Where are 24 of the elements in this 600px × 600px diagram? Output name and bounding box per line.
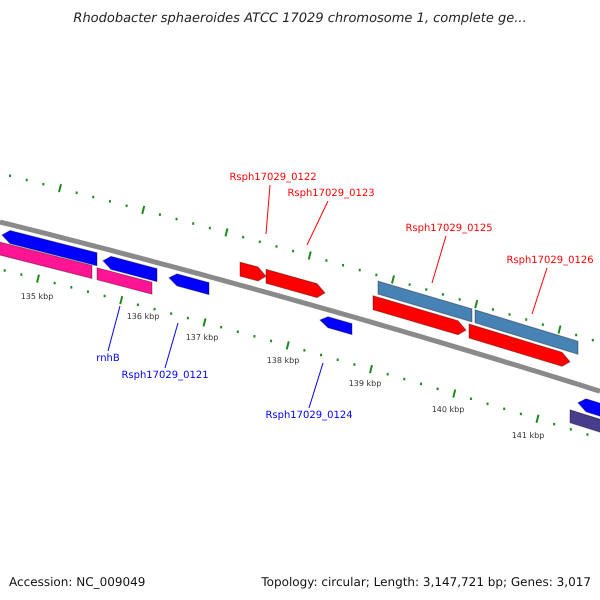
- scale-label: 136 kbp: [126, 312, 160, 322]
- accession-text: Accession: NC_009049: [9, 574, 146, 590]
- scale-label: 137 kbp: [186, 333, 218, 343]
- leader-line: [266, 184, 270, 234]
- gene-label: Rsph17029_0126: [506, 254, 594, 267]
- leader-line: [432, 236, 446, 284]
- gene-label: Rsph17029_0123: [287, 187, 375, 200]
- scale-label: 135 kbp: [20, 292, 54, 302]
- leader-line: [164, 322, 178, 368]
- leader-line: [308, 362, 324, 408]
- leader-line: [108, 306, 120, 352]
- gene-label: Rsph17029_0121: [121, 369, 209, 382]
- gene-label: Rsph17029_0125: [405, 222, 493, 235]
- scale-label: 138 kbp: [266, 356, 300, 366]
- scale-label: 140 kbp: [432, 405, 464, 415]
- leader-line: [306, 200, 328, 246]
- gene-label: rnhB: [96, 352, 120, 365]
- leader-line: [532, 268, 548, 314]
- scale-label: 139 kbp: [348, 379, 382, 389]
- title: Rhodobacter sphaeroides ATCC 17029 chromosome 1, complete ge...: [72, 10, 528, 28]
- scale-label: 141 kbp: [512, 431, 544, 441]
- gene-label: Rsph17029_0124: [265, 409, 353, 422]
- genome-info-text: Topology: circular; Length: 3,147,721 bp; Genes: 3,017: [261, 574, 591, 590]
- gene-label: Rsph17029_0122: [229, 171, 317, 184]
